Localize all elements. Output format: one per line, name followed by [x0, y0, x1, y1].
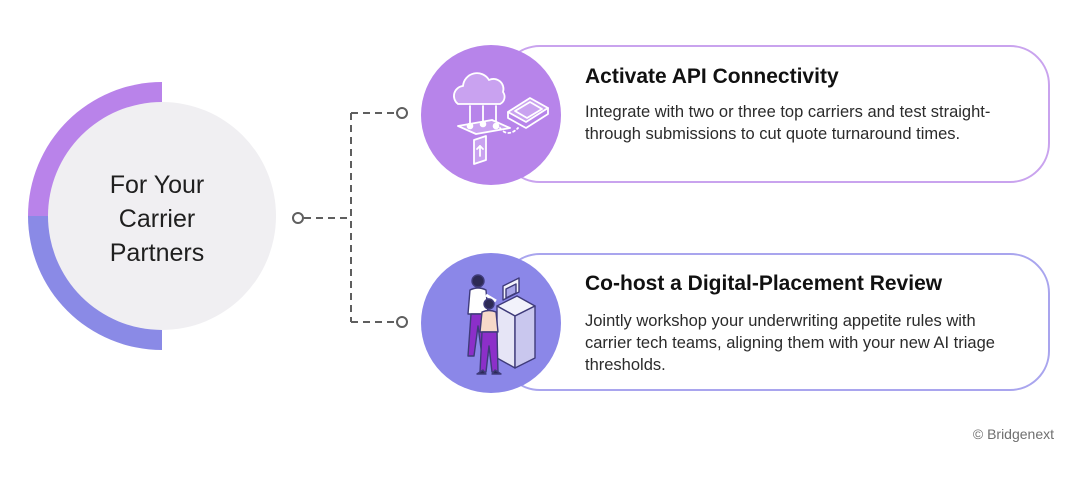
connector-lines [304, 112, 396, 323]
connector-node-card-1 [396, 107, 408, 119]
card-2-title: Co-host a Digital-Placement Review [585, 272, 943, 295]
card-1-title: Activate API Connectivity [585, 65, 839, 88]
card-digital-placement-review [500, 253, 1050, 391]
hub-title-line-3: Partners [109, 239, 205, 267]
hub-ring [28, 78, 302, 354]
card-1-description: Integrate with two or three top carriers… [585, 103, 991, 143]
hub-circle [48, 102, 276, 330]
connector-node-card-2 [396, 316, 408, 328]
copyright-notice: © Bridgenext [972, 426, 1054, 442]
card-2-description: Jointly workshop your underwriting appet… [585, 312, 995, 374]
connector-node-hub [292, 212, 304, 224]
card-api-connectivity [500, 45, 1050, 183]
hub-title: For Your Carrier Partners [62, 168, 252, 270]
hub-title-line-1: For Your [109, 171, 205, 199]
hub-title-line-2: Carrier [118, 205, 196, 233]
connector-nodes [292, 107, 408, 328]
